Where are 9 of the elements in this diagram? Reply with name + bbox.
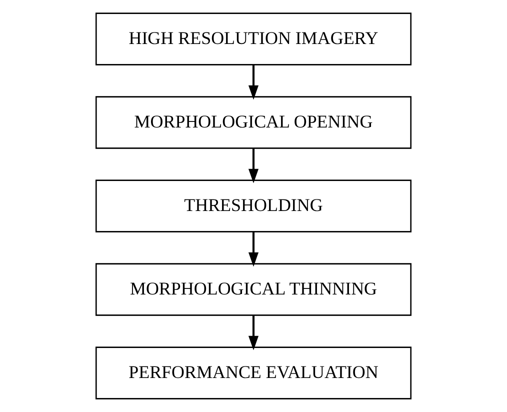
node-box: HIGH RESOLUTION IMAGERY (96, 12, 412, 66)
arrow (248, 65, 259, 100)
arrow (248, 148, 259, 184)
arrow (248, 232, 259, 267)
arrow (248, 316, 259, 350)
node-box: MORPHOLOGICAL THINNING (96, 263, 412, 316)
node-box: THRESHOLDING (96, 180, 412, 232)
node-box: PERFORMANCE EVALUATION (96, 346, 412, 400)
node-box: MORPHOLOGICAL OPENING (96, 96, 412, 149)
